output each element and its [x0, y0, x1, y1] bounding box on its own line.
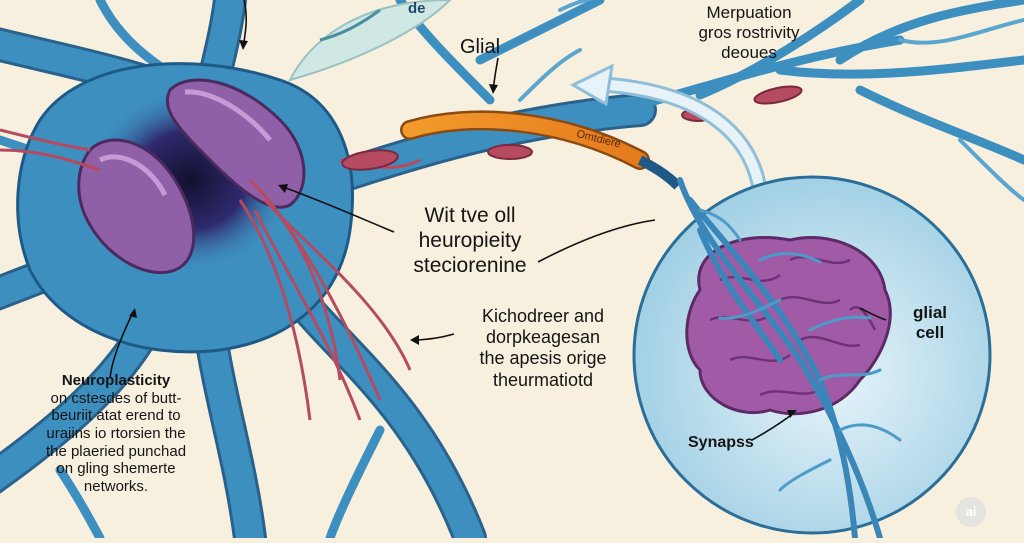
pointer-arrow-heads — [129, 40, 797, 418]
glial-label: Glial — [460, 36, 501, 58]
synapse-label: Synapss — [688, 434, 754, 451]
wit-tve-label: Wit tve oll heuropieity steciorenine — [413, 204, 527, 277]
merpuation-label: Merpuation gros rostrivity deoues — [698, 3, 800, 63]
arrow-head-icon — [569, 63, 614, 107]
kichodreer-label: Kichodreer and dorpkeagesan the apesis o… — [479, 306, 607, 390]
glial-cell-label: glial cell — [912, 303, 947, 343]
nucleus-organelles — [77, 78, 306, 275]
partial-top-label: de — [408, 0, 426, 17]
leaf-shape — [288, 0, 452, 82]
watermark-badge: ai — [956, 497, 986, 527]
neuroplasticity-label: Neuroplasticity on cstesdes of butt- beu… — [45, 372, 187, 496]
